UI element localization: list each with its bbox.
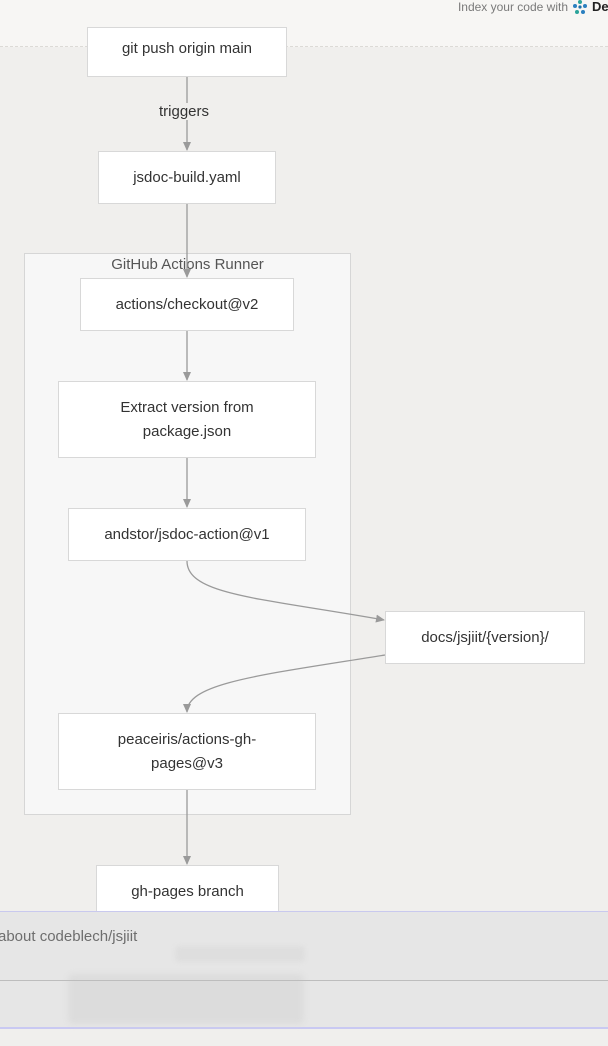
node-git-push[interactable]: git push origin main [87, 27, 287, 77]
node-extract-version[interactable]: Extract version from package.json [58, 381, 316, 458]
ghost-node-fragment [175, 946, 305, 962]
edge-jsdoc-to-docs [186, 560, 385, 623]
node-docs-dir[interactable]: docs/jsjiit/{version}/ [385, 611, 585, 664]
node-gh-pages-action[interactable]: peaceiris/actions-gh-pages@v3 [58, 713, 316, 790]
brand-name[interactable]: De [592, 0, 608, 14]
devin-logo-icon[interactable] [572, 0, 588, 15]
ask-panel-divider [0, 980, 608, 981]
ask-prompt-text[interactable]: about codeblech/jsjiit [0, 928, 138, 945]
edge-label-triggers: triggers [157, 103, 212, 120]
ask-panel[interactable]: about codeblech/jsjiit [0, 911, 608, 1029]
ghost-node-fragment [68, 974, 304, 1024]
edge-docs-to-ghpages-action [183, 654, 386, 713]
index-code-text: Index your code with [457, 0, 568, 14]
node-checkout[interactable]: actions/checkout@v2 [80, 278, 294, 331]
node-jsdoc-action[interactable]: andstor/jsdoc-action@v1 [68, 508, 306, 561]
node-workflow-file[interactable]: jsdoc-build.yaml [98, 151, 276, 204]
